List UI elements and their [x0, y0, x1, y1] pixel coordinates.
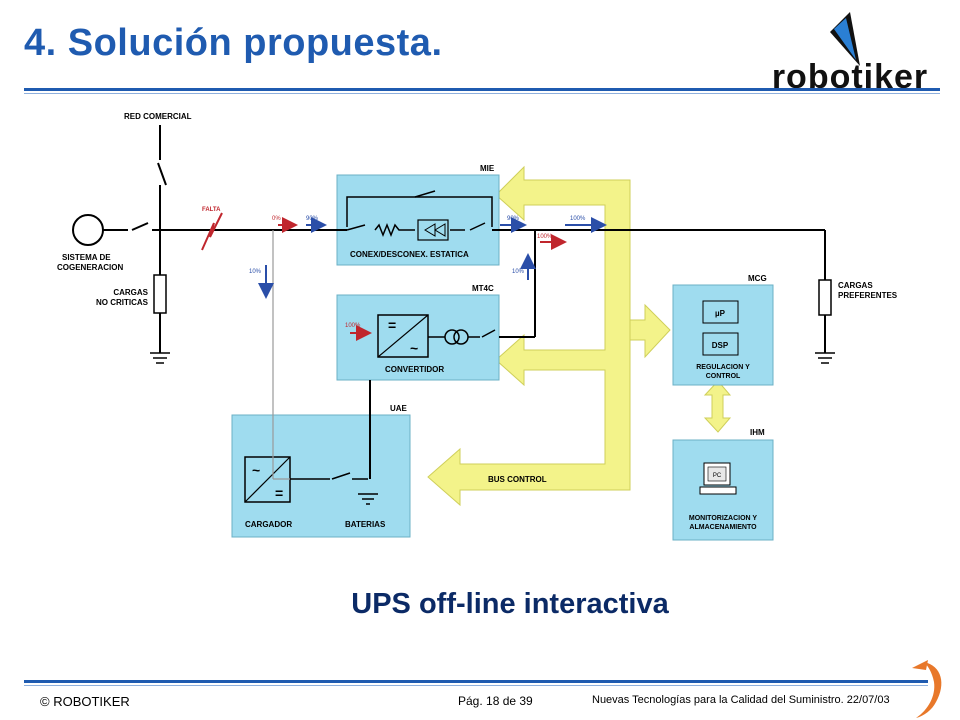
mt4c-label: MT4C	[472, 284, 494, 293]
flow-100-a: 100%	[570, 216, 586, 222]
footer-copyright: © ROBOTIKER	[40, 694, 130, 709]
footer-rule-thin	[24, 685, 928, 686]
svg-text:~: ~	[252, 462, 260, 478]
footer-page-number: Pág. 18 de 39	[458, 694, 533, 708]
generator-icon	[72, 214, 104, 246]
fault-icon: FALTA	[201, 207, 223, 251]
flow-10-b: 10%	[512, 269, 525, 275]
ihm-label: IHM	[750, 428, 765, 437]
mcg-label: MCG	[748, 274, 767, 283]
bus-control: BUS CONTROL	[427, 165, 732, 507]
footer-rule	[24, 680, 928, 683]
svg-text:~: ~	[410, 340, 418, 356]
flow-0: 0%	[272, 216, 281, 222]
monitor-label-1: MONITORIZACION Y	[689, 515, 758, 522]
flow-100-b: 100%	[537, 234, 553, 240]
dsp-label: DSP	[712, 341, 729, 350]
flow-90-b: 90%	[507, 216, 520, 222]
module-mcg: MCG µP DSP REGULACION Y CONTROL	[672, 274, 774, 386]
cargador-label: CARGADOR	[245, 520, 292, 529]
svg-text:=: =	[275, 485, 283, 501]
module-uae: UAE ~ = CARGADOR BATERIAS	[231, 404, 411, 538]
baterias-label: BATERIAS	[345, 520, 386, 529]
title-rule-thin	[24, 93, 940, 94]
diagram-caption: UPS off-line interactiva	[351, 588, 669, 620]
regulacion-label-2: CONTROL	[706, 373, 741, 380]
pc-icon: PC	[699, 462, 737, 495]
flow-90-a: 90%	[306, 216, 319, 222]
module-ihm: IHM PC MONITORIZACION Y ALMACENAMIENTO	[672, 428, 774, 541]
monitor-label-2: ALMACENAMIENTO	[689, 524, 757, 531]
slide-title: 4. Solución propuesta.	[24, 22, 443, 64]
cargas-nc-label-1: CARGAS	[113, 288, 148, 297]
corner-brand-icon	[912, 660, 942, 718]
uae-label: UAE	[390, 404, 408, 413]
bus-control-label: BUS CONTROL	[488, 475, 547, 484]
load-preferred	[818, 279, 832, 316]
module-mie: MIE CONEX/DESCONEX. ESTATICA	[336, 164, 500, 266]
ground-icon	[150, 352, 835, 364]
cogeneracion-label: COGENERACION	[57, 263, 123, 272]
main-bus-line	[102, 125, 826, 479]
convertidor-label: CONVERTIDOR	[385, 365, 444, 374]
cargas-nc-label-2: NO CRITICAS	[96, 298, 149, 307]
pc-label: PC	[713, 473, 722, 479]
load-no-critical	[153, 274, 167, 314]
svg-text:=: =	[388, 317, 396, 333]
cargas-pref-label-2: PREFERENTES	[838, 291, 898, 300]
title-rule	[24, 88, 940, 91]
ups-diagram: BUS CONTROL MIE CONEX/DESCONEX. ESTATICA…	[57, 112, 898, 541]
falta-label: FALTA	[202, 207, 221, 213]
conex-label: CONEX/DESCONEX. ESTATICA	[350, 250, 469, 259]
mie-label: MIE	[480, 164, 495, 173]
red-comercial-label: RED COMERCIAL	[124, 112, 192, 121]
regulacion-label-1: REGULACION Y	[696, 364, 750, 371]
flow-arrows	[258, 217, 607, 341]
flow-10-a: 10%	[249, 269, 262, 275]
robotiker-logo: robotiker	[772, 12, 927, 94]
flow-100-c: 100%	[345, 323, 361, 329]
up-label: µP	[715, 309, 726, 318]
sistema-label: SISTEMA DE	[62, 253, 111, 262]
cargas-pref-label-1: CARGAS	[838, 281, 873, 290]
footer-subtitle: Nuevas Tecnologías para la Calidad del S…	[592, 694, 890, 706]
